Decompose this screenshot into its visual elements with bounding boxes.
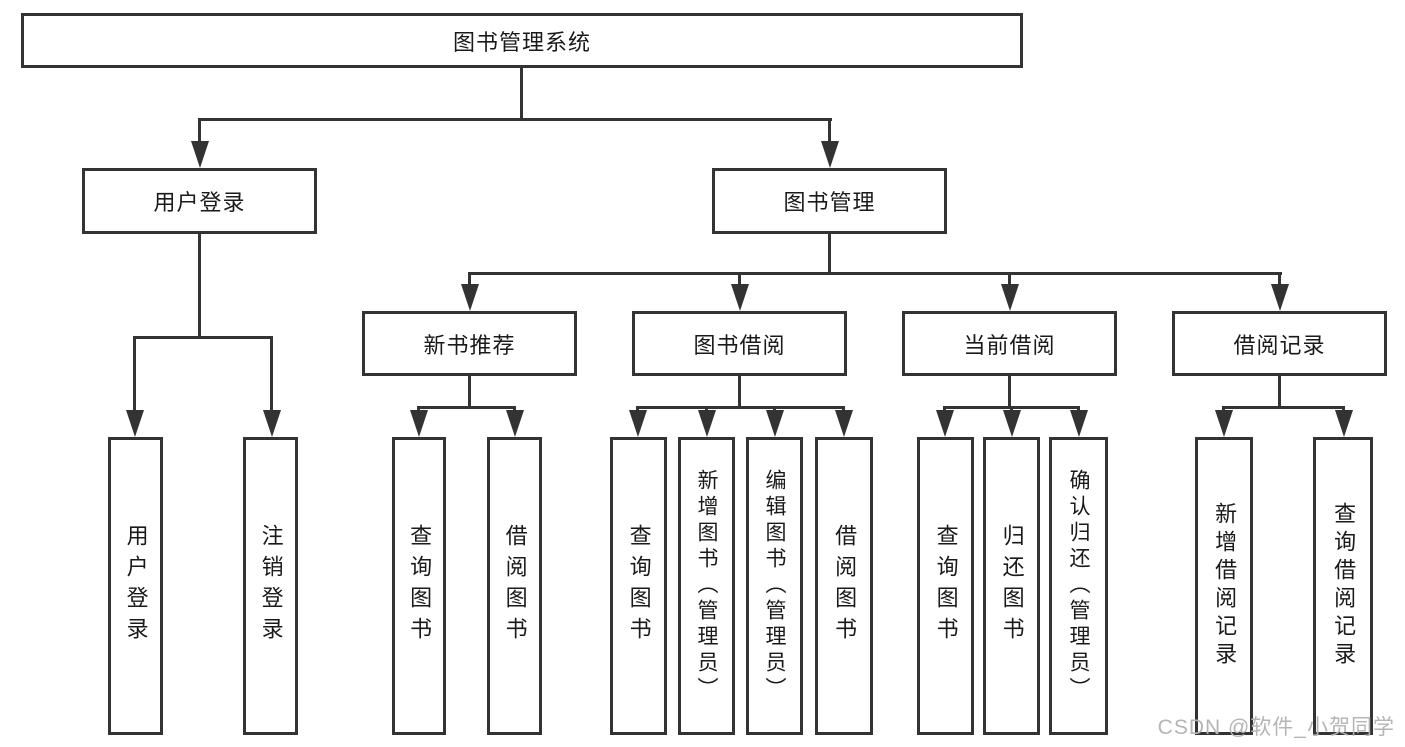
node-label: 图书管理 [783,190,876,215]
connector-line [828,234,831,272]
connector-line [828,118,831,142]
arrow-down-icon [1271,284,1289,311]
connector-line [133,336,273,339]
leaf-query-book: 查询图书 [392,437,446,735]
connector-line [1278,272,1281,286]
connector-line [417,406,420,412]
node-label: 查询图书 [626,524,652,648]
connector-line [842,406,845,412]
node-label: 借阅记录 [1233,332,1326,358]
leaf-add-borrow-record: 新增借阅记录 [1195,437,1253,735]
connector-line [773,406,776,412]
connector-line [738,376,741,406]
connector-line [520,68,523,118]
arrow-down-icon [1003,410,1021,437]
node-current-borrow: 当前借阅 [902,311,1117,376]
node-book-borrow: 图书借阅 [632,311,847,376]
connector-line [943,406,946,412]
leaf-logout: 注销登录 [243,437,298,735]
node-label: 当前借阅 [963,332,1056,358]
node-book-management: 图书管理 [712,168,947,234]
arrow-down-icon [410,410,428,437]
arrow-down-icon [629,410,647,437]
leaf-confirm-return-admin: 确认归还（管理员） [1049,437,1108,735]
node-label: 图书借阅 [693,332,786,358]
node-label: 图书管理系统 [452,29,591,55]
node-label: 归还图书 [999,524,1025,648]
connector-line [468,376,471,406]
arrow-down-icon [126,410,144,437]
leaf-query-borrow-record: 查询借阅记录 [1313,437,1373,735]
leaf-borrow-book: 借阅图书 [487,437,542,735]
node-borrow-records: 借阅记录 [1172,311,1387,376]
node-label: 查询图书 [407,524,433,648]
leaf-user-login: 用户登录 [108,437,163,735]
connector-line [738,272,741,286]
arrow-down-icon [936,410,954,437]
connector-line [1010,406,1013,412]
arrow-down-icon [698,410,716,437]
node-label: 确认归还（管理员） [1067,469,1091,703]
connector-line [705,406,708,412]
node-label: 编辑图书（管理员） [763,469,787,703]
connector-line [636,406,845,409]
connector-line [198,118,201,142]
node-label: 借阅图书 [502,524,528,648]
arrow-down-icon [1070,410,1088,437]
connector-line [513,406,516,412]
connector-line [417,406,516,409]
connector-line [1342,406,1345,412]
arrow-down-icon [191,141,209,168]
connector-line [468,272,471,286]
arrow-down-icon [766,410,784,437]
arrow-down-icon [835,410,853,437]
connector-line [133,336,136,411]
watermark: CSDN @软件_小贺同学 [1157,716,1395,739]
node-label: 新增借阅记录 [1212,502,1238,670]
arrow-down-icon [1215,410,1233,437]
connector-line [636,406,639,412]
node-user-login: 用户登录 [82,168,317,234]
node-label: 借阅图书 [832,524,858,648]
node-label: 用户登录 [123,524,149,648]
connector-line [198,234,201,336]
arrow-down-icon [263,410,281,437]
arrow-down-icon [506,410,524,437]
arrow-down-icon [731,284,749,311]
arrow-down-icon [1001,284,1019,311]
arrow-down-icon [821,141,839,168]
leaf-return-book: 归还图书 [983,437,1040,735]
leaf-query-book: 查询图书 [610,437,667,735]
connector-line [270,336,273,411]
connector-line [1278,376,1281,406]
node-label: 注销登录 [258,524,284,648]
node-new-book-recommend: 新书推荐 [362,311,577,376]
node-label: 用户登录 [153,190,246,215]
leaf-query-book: 查询图书 [917,437,974,735]
connector-line [468,272,1282,275]
leaf-borrow-book: 借阅图书 [815,437,873,735]
connector-line [198,118,832,121]
arrow-down-icon [1335,410,1353,437]
node-label: 新增图书（管理员） [695,469,719,703]
connector-line [1008,272,1011,286]
connector-line [1077,406,1080,412]
leaf-add-book-admin: 新增图书（管理员） [678,437,735,735]
leaf-edit-book-admin: 编辑图书（管理员） [746,437,803,735]
node-library-system: 图书管理系统 [21,13,1023,68]
connector-line [1222,406,1345,409]
connector-line [1222,406,1225,412]
connector-line [1008,376,1011,406]
node-label: 新书推荐 [423,332,516,358]
node-label: 查询图书 [933,524,959,648]
node-label: 查询借阅记录 [1331,502,1357,670]
arrow-down-icon [461,284,479,311]
